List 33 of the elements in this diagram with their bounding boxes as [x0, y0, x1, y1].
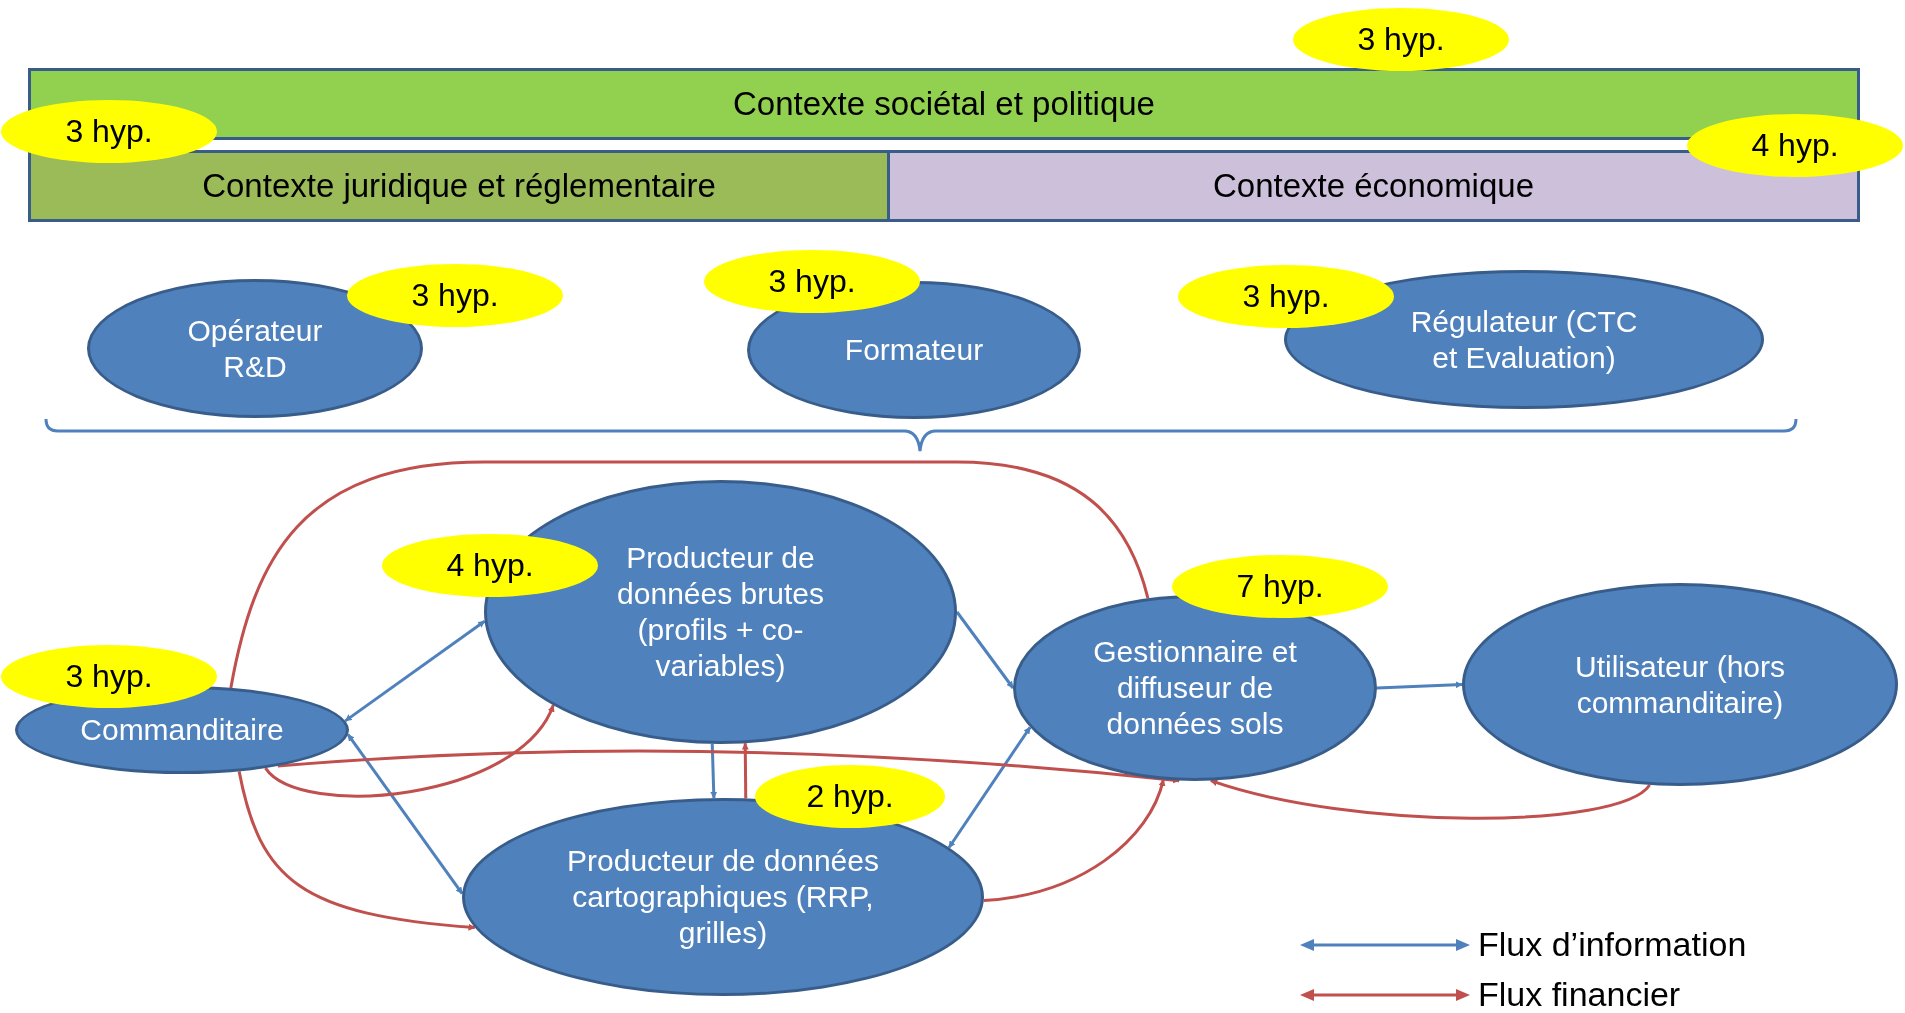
node-label: Producteur de données brutes (profils + co-variables): [616, 540, 825, 684]
node-label: Régulateur (CTC et Evaluation): [1409, 303, 1639, 376]
node-label: 3 hyp.: [65, 112, 153, 151]
legend-label: Flux financier: [1478, 975, 1681, 1013]
context-band: [28, 150, 890, 222]
arrow: [277, 749, 1180, 784]
arrow: [346, 733, 464, 895]
node-label: 3 hyp.: [1357, 20, 1445, 59]
node-label: Contexte économique: [1212, 166, 1534, 206]
node-label: Gestionnaire et diffuseur de données sols: [1092, 634, 1298, 742]
arrow: [264, 704, 555, 798]
node-label: Opérateur R&D: [186, 312, 324, 385]
node-label: Producteur de données cartographiques (RRP, grilles): [566, 843, 880, 951]
node-label: Contexte juridique et réglementaire: [202, 166, 716, 206]
arrow: [1210, 779, 1651, 820]
arrow: [1376, 681, 1463, 690]
node-label: Formateur: [844, 332, 984, 368]
node-label: 3 hyp.: [768, 262, 856, 301]
node-label: 4 hyp.: [1751, 126, 1839, 165]
node-label: 3 hyp.: [411, 276, 499, 315]
node-label: Utilisateur (hors commanditaire): [1573, 648, 1787, 721]
node-label: 2 hyp.: [806, 777, 894, 816]
node-label: 7 hyp.: [1236, 567, 1324, 606]
arrow: [947, 726, 1032, 849]
node-label: Commanditaire: [80, 712, 284, 748]
legend-label: Flux d’information: [1478, 925, 1747, 964]
node-label: 4 hyp.: [446, 546, 534, 585]
node-label: 3 hyp.: [65, 657, 153, 696]
arrow: [741, 742, 749, 799]
arrow: [955, 611, 1015, 689]
node-label: 3 hyp.: [1242, 277, 1330, 316]
arrow: [710, 743, 718, 799]
node-label: Contexte sociétal et politique: [733, 84, 1155, 124]
